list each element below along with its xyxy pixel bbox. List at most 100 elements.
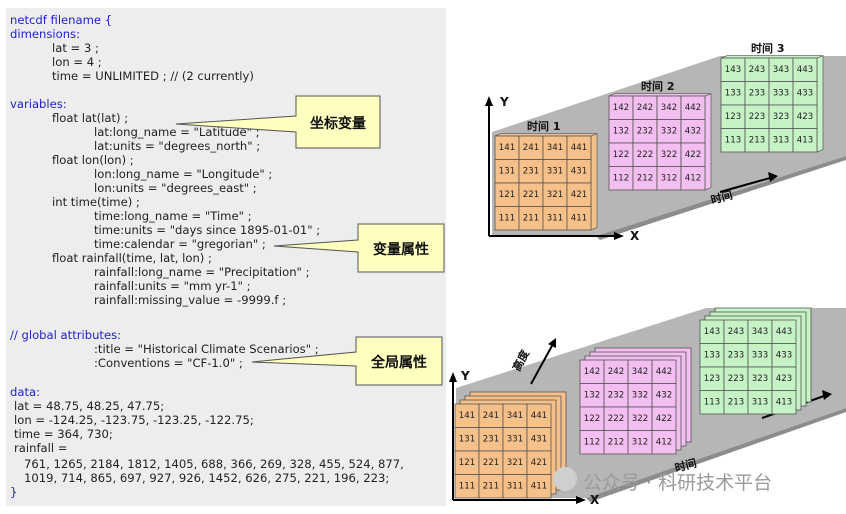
grid-cell-value: 212 bbox=[637, 173, 653, 183]
watermark: 公众号 · 科研技术平台 bbox=[553, 462, 833, 496]
grid-cell-value: 432 bbox=[685, 126, 701, 136]
grid-cell bbox=[680, 166, 706, 191]
grid-cell-value: 232 bbox=[637, 126, 653, 136]
grid-cell-value: 131 bbox=[499, 166, 515, 176]
data-lat: lat = 48.75, 48.25, 47.75; bbox=[14, 399, 165, 413]
grid-cell-value: 343 bbox=[773, 65, 789, 75]
grid-cell-value: 111 bbox=[499, 213, 515, 223]
grid-time3: 143 243 343 443 133 233 333 433 123 223 323 423 113 2… bbox=[720, 55, 824, 153]
var-rainfall-units: rainfall:units = "mm yr-1" ; bbox=[94, 279, 251, 293]
code-header: netcdf filename { bbox=[10, 13, 113, 27]
code-footer: } bbox=[10, 485, 18, 499]
grid-cell-value: 222 bbox=[637, 150, 653, 160]
grid-cell-value: 133 bbox=[725, 88, 741, 98]
grid-cell-value: 321 bbox=[547, 190, 563, 200]
grid-cell-value: 121 bbox=[499, 190, 515, 200]
grid-cell-value: 213 bbox=[749, 135, 765, 145]
grid-cell-value: 231 bbox=[523, 166, 539, 176]
grid-cell-value: 123 bbox=[725, 112, 741, 122]
dimensions-keyword: dimensions: bbox=[10, 27, 81, 41]
grid-cell-value: 312 bbox=[661, 173, 677, 183]
grid-cell-value: 322 bbox=[661, 150, 677, 160]
callout-variable-attribute-label: 变量属性 bbox=[373, 242, 429, 258]
grid-cell-value: 412 bbox=[685, 173, 701, 183]
grid-cell bbox=[792, 128, 818, 153]
grid-side bbox=[590, 133, 598, 231]
grid-cell-value: 122 bbox=[613, 150, 629, 160]
grid-cell-value: 143 bbox=[725, 65, 741, 75]
grid-cell-value: 223 bbox=[749, 112, 765, 122]
time-slab-edge bbox=[596, 156, 846, 240]
grid-cell-value: 233 bbox=[749, 88, 765, 98]
var-lat-units: lat:units = "degrees_north" ; bbox=[94, 139, 261, 153]
global-conventions: :Conventions = "CF-1.0" ; bbox=[94, 356, 243, 370]
grid-cell-value: 142 bbox=[613, 103, 629, 113]
time3-label: 时间 3 bbox=[751, 41, 784, 55]
x-axis-arrow bbox=[614, 232, 624, 240]
grid-cell-value: 112 bbox=[613, 173, 629, 183]
grid-time2: 142 242 342 442 132 232 332 432 122 222 322 422 112 2… bbox=[608, 93, 712, 191]
global-attributes-comment: // global attributes: bbox=[10, 328, 122, 342]
grid-cell-value: 323 bbox=[773, 112, 789, 122]
grid-cell-value: 342 bbox=[661, 103, 677, 113]
time2-label: 时间 2 bbox=[641, 79, 674, 93]
grid-cell-value: 211 bbox=[523, 213, 539, 223]
grid-cell-value: 333 bbox=[773, 88, 789, 98]
grid-cell-value: 243 bbox=[749, 65, 765, 75]
grid-cell-value: 113 bbox=[725, 135, 741, 145]
var-rainfall-missing: rainfall:missing_value = -9999.f ; bbox=[94, 293, 287, 307]
var-lon-decl: float lon(lon) ; bbox=[52, 153, 134, 167]
callout-coordinate-variable-label: 坐标变量 bbox=[310, 116, 366, 132]
y-axis-arrow bbox=[485, 96, 493, 106]
grid-cell-value: 442 bbox=[685, 103, 701, 113]
grid-cell-value: 141 bbox=[499, 143, 515, 153]
data-lon: lon = -124.25, -123.75, -123.25, -122.75… bbox=[14, 413, 254, 427]
watermark-text: 公众号 · 科研技术平台 bbox=[583, 472, 773, 494]
dimension-time: time = UNLIMITED ; // (2 currently) bbox=[52, 69, 254, 83]
global-title: :title = "Historical Climate Scenarios" … bbox=[94, 342, 319, 356]
grid-side bbox=[704, 93, 712, 191]
time-axis-arrow bbox=[768, 172, 778, 182]
grid-cell bbox=[566, 206, 592, 231]
var-time-long-name: time:long_name = "Time" ; bbox=[94, 209, 252, 223]
grid-cell-value: 332 bbox=[661, 126, 677, 136]
x-axis-label: X bbox=[630, 229, 640, 243]
grid-cell-value: 241 bbox=[523, 143, 539, 153]
dimension-lat: lat = 3 ; bbox=[52, 41, 99, 55]
time-axis-label: 时间 bbox=[709, 188, 734, 207]
variables-keyword: variables: bbox=[10, 97, 67, 111]
grid-cell-value: 311 bbox=[547, 213, 563, 223]
grid-cell-value: 132 bbox=[613, 126, 629, 136]
var-lon-units: lon:units = "degrees_east" ; bbox=[94, 181, 257, 195]
data-time: time = 364, 730; bbox=[14, 427, 113, 441]
grid-cell-value: 431 bbox=[571, 166, 587, 176]
time-axis-line bbox=[719, 177, 771, 193]
grid-cell-value: 443 bbox=[797, 65, 813, 75]
y-axis-label: Y bbox=[499, 95, 509, 109]
grid-cell-value: 422 bbox=[685, 150, 701, 160]
grid-cell-value: 433 bbox=[797, 88, 813, 98]
data-rainfall-row1: 761, 1265, 2184, 1812, 1405, 688, 366, 2… bbox=[24, 457, 404, 471]
grid-cell-value: 313 bbox=[773, 135, 789, 145]
data-rainfall-row2: 1019, 714, 865, 697, 927, 926, 1452, 626… bbox=[24, 471, 390, 485]
var-lon-long-name: lon:long_name = "Longitude" ; bbox=[94, 167, 273, 181]
wechat-logo-icon bbox=[553, 467, 577, 491]
grid-cell-value: 413 bbox=[797, 135, 813, 145]
grid-cell-value: 242 bbox=[637, 103, 653, 113]
grid-cell-value: 423 bbox=[797, 112, 813, 122]
var-rainfall-decl: float rainfall(time, lat, lon) ; bbox=[52, 251, 212, 265]
var-time-units: time:units = "days since 1895-01-01" ; bbox=[94, 223, 321, 237]
grid-cell-value: 341 bbox=[547, 143, 563, 153]
data-rainfall: rainfall = bbox=[14, 441, 68, 455]
time1-label: 时间 1 bbox=[527, 119, 560, 133]
var-time-decl: int time(time) ; bbox=[52, 195, 140, 209]
grid-cell-value: 441 bbox=[571, 143, 587, 153]
var-rainfall-long-name: rainfall:long_name = "Precipitation" ; bbox=[94, 265, 310, 279]
grid-cell-value: 221 bbox=[523, 190, 539, 200]
